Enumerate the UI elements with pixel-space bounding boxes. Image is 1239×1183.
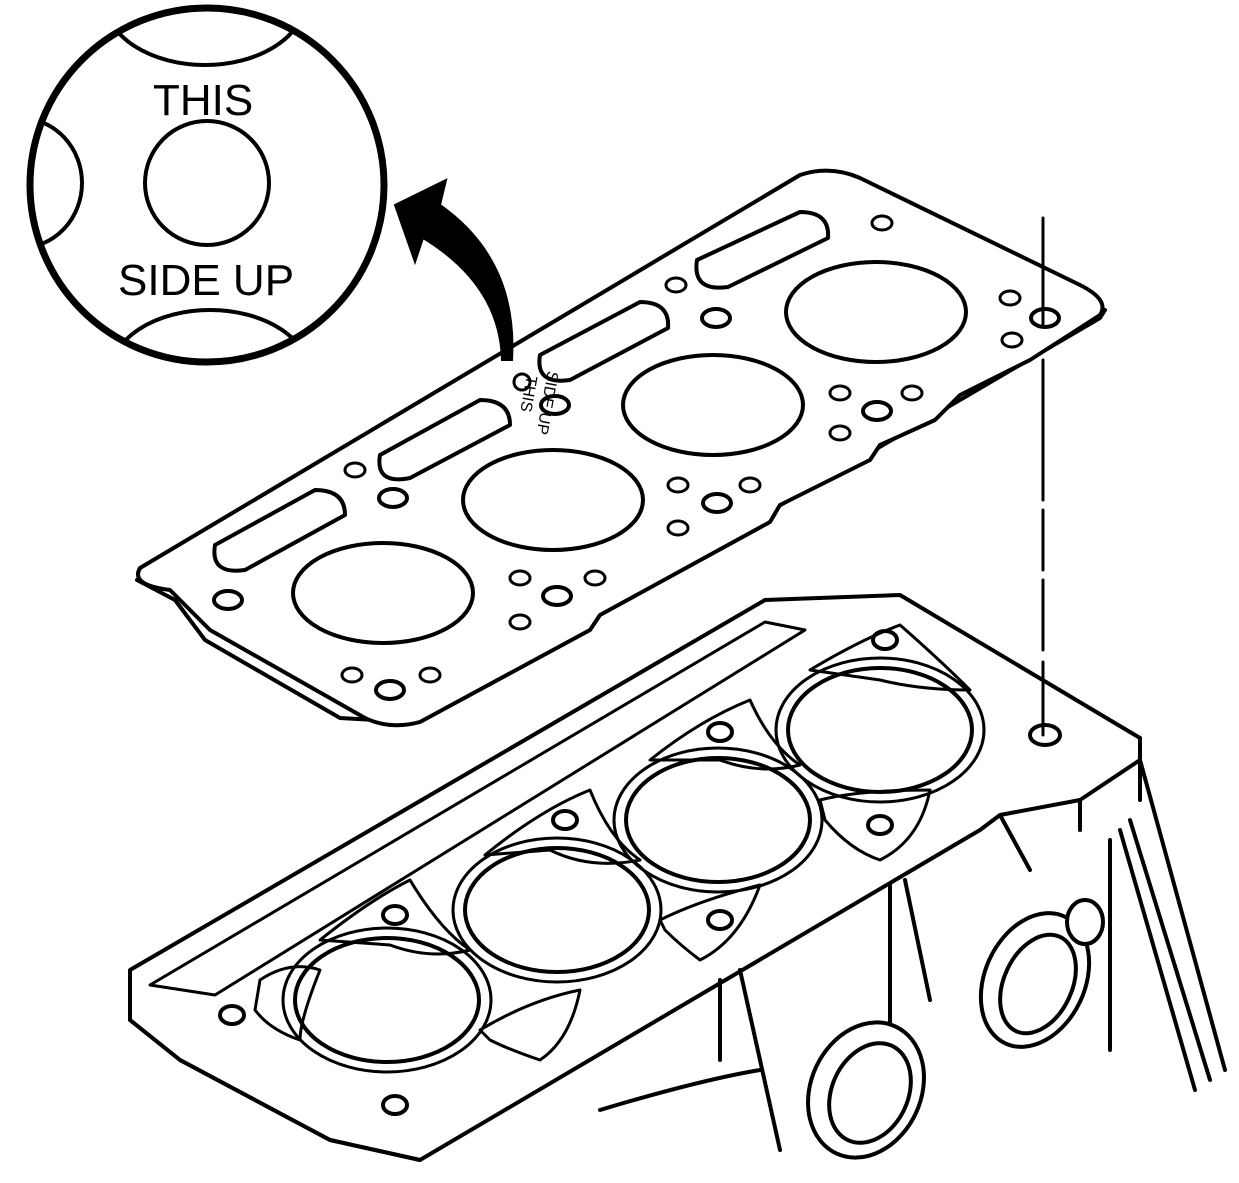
gasket-water-hole <box>870 214 894 232</box>
block-bore-3-ring <box>612 746 824 894</box>
block-bore-2 <box>463 846 651 974</box>
gasket-holes <box>212 214 1061 701</box>
gasket-slot <box>377 398 512 482</box>
gasket-dowel-hole <box>1029 307 1061 329</box>
water-passage <box>483 788 642 865</box>
block-lower-skirt <box>598 798 1082 1152</box>
block-hole <box>866 814 894 836</box>
gasket-water-hole <box>900 384 924 402</box>
callout-top-bore-edge <box>103 11 307 67</box>
block-water-passages <box>253 623 972 1062</box>
freeze-plug-tab <box>1065 898 1105 946</box>
gasket-bolt-hole <box>861 400 893 422</box>
gasket-bore-4 <box>784 260 968 364</box>
gasket-water-hole <box>1000 331 1024 349</box>
head-gasket: THIS SIDE UP <box>135 168 1107 728</box>
gasket-bore-2 <box>461 448 645 552</box>
block-bore-4-ring <box>774 656 986 804</box>
gasket-slots <box>212 210 831 573</box>
gasket-bolt-hole <box>212 589 244 611</box>
gasket-water-hole <box>340 666 364 684</box>
gasket-water-hole <box>343 461 367 479</box>
callout-left-bore-edge <box>33 116 84 250</box>
gasket-bolt-hole <box>377 487 409 509</box>
gasket-water-hole <box>418 666 442 684</box>
gasket-bolt-hole <box>701 492 733 514</box>
block-deck-inner-rim <box>148 620 807 997</box>
gasket-water-hole <box>998 289 1022 307</box>
gasket-bore-3 <box>621 353 805 457</box>
gasket-water-hole <box>666 476 690 494</box>
block-dowel-hole <box>1028 723 1062 747</box>
gasket-water-hole <box>738 476 762 494</box>
block-hole <box>381 904 409 926</box>
water-passage <box>318 878 472 956</box>
freeze-plug-front <box>806 1020 926 1160</box>
callout-circle <box>26 4 388 366</box>
gasket-bottom-edge <box>135 308 1107 724</box>
callout-text-line1: THIS <box>153 76 253 125</box>
gasket-bore-1 <box>291 541 475 645</box>
gasket-stamp-line1: THIS <box>516 374 539 413</box>
gasket-water-hole <box>583 569 607 587</box>
block-hole <box>706 721 734 743</box>
block-bore-1-ring <box>281 926 493 1074</box>
block-bore-2-ring <box>451 836 663 984</box>
magnified-callout: THIS SIDE UP <box>26 4 388 366</box>
freeze-plug-front-inner <box>827 1041 913 1145</box>
gasket-bolt-hole <box>539 394 571 416</box>
block-bore-1 <box>293 936 481 1064</box>
gasket-bolt-hole <box>541 585 573 607</box>
water-passage <box>478 988 582 1062</box>
gasket-water-hole <box>828 384 852 402</box>
block-front-edge <box>128 1018 422 1162</box>
gasket-water-hole <box>508 569 532 587</box>
water-passage <box>658 883 762 962</box>
engine-block <box>128 593 1227 1162</box>
callout-bottom-bore-edge <box>108 308 312 359</box>
freeze-plug-rear-inner <box>998 932 1078 1036</box>
gasket-outline <box>136 168 1105 728</box>
block-side-wall <box>1108 736 1227 1092</box>
callout-arrow-icon <box>393 178 514 361</box>
block-hole <box>218 1004 246 1026</box>
water-passage <box>818 788 932 862</box>
water-passage <box>648 698 802 771</box>
block-hole <box>551 809 579 831</box>
gasket-water-hole <box>666 519 690 537</box>
block-hole <box>706 909 734 931</box>
gasket-bolt-hole <box>374 679 406 701</box>
block-bolt-holes <box>218 629 1062 1116</box>
gasket-slot <box>537 300 671 383</box>
water-passage <box>253 965 322 1042</box>
water-passage <box>808 623 972 692</box>
block-bore-3 <box>624 756 812 884</box>
gasket-slot <box>694 210 831 290</box>
gasket-bolt-hole <box>700 307 732 329</box>
gasket-stamp-circle <box>512 372 532 392</box>
callout-center-hole <box>143 119 271 247</box>
gasket-slot <box>212 488 347 573</box>
gasket-water-hole <box>664 276 688 294</box>
block-hole <box>381 1094 409 1116</box>
callout-text-line2: SIDE UP <box>118 256 294 305</box>
gasket-water-hole <box>508 613 532 631</box>
gasket-water-hole <box>828 424 852 442</box>
